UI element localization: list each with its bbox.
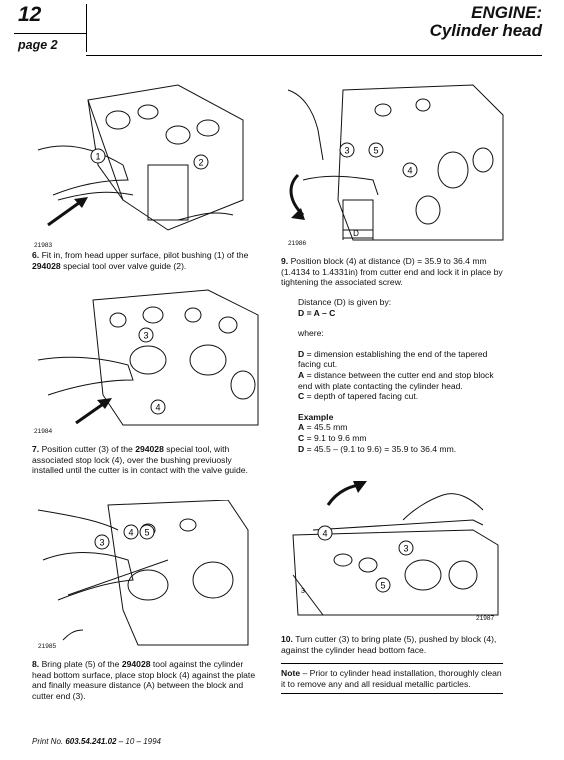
- distance-formula: D = A – C: [298, 307, 336, 318]
- def-text: = dimension establishing the end of the …: [298, 348, 488, 370]
- figure-21983: 1 2 21983: [28, 80, 253, 250]
- page-number: 12: [18, 3, 42, 26]
- tool-code: 294028: [135, 444, 164, 454]
- figure-21986-callout-4: 4: [407, 166, 412, 176]
- note-label: Note: [281, 668, 301, 678]
- figure-21983-callout-2: 2: [198, 158, 203, 168]
- figure-21986: 3 5 4 D 21986: [283, 80, 508, 250]
- distance-intro: Distance (D) is given by:: [298, 297, 392, 307]
- example-key: C: [298, 432, 305, 443]
- figure-21986-callout-5: 5: [373, 146, 378, 156]
- step-number: 8.: [32, 659, 40, 669]
- figure-21984-callout-4: 4: [155, 403, 160, 413]
- example-d: D = 45.5 – (9.1 to 9.6) = 35.9 to 36.4 m…: [298, 444, 504, 455]
- figure-21987-callout-5: 5: [380, 581, 385, 591]
- figure-21987-illustration: 4 3 5 3: [292, 481, 499, 616]
- step-text: Bring plate (5) of the: [41, 659, 122, 669]
- step-6: 6. Fit in, from head upper surface, pilo…: [32, 250, 257, 271]
- step-7: 7. Position cutter (3) of the 294028 spe…: [32, 444, 257, 476]
- figure-21985-callout-4: 4: [128, 528, 133, 538]
- header-rule: [86, 55, 542, 56]
- tool-code: 294028: [121, 659, 151, 669]
- figure-21986-callout-3: 3: [344, 146, 349, 156]
- figure-21987-callout-3b: 3: [301, 588, 305, 595]
- header-vertical-rule: [86, 4, 87, 52]
- figure-21985-callout-3: 3: [99, 538, 104, 548]
- figure-id: 21987: [476, 615, 495, 622]
- note-text: – Prior to cylinder head installation, t…: [281, 668, 502, 689]
- example-title: Example: [298, 411, 334, 422]
- def-text: = distance between the cutter end and st…: [298, 369, 494, 391]
- figure-21984: 3 4 21984: [28, 285, 263, 435]
- def-text: = depth of tapered facing cut.: [304, 391, 419, 402]
- figure-21987-callout-3: 3: [403, 544, 408, 554]
- step-8: 8. Bring plate (5) of the 294028 tool ag…: [32, 659, 257, 701]
- def-key: D: [298, 348, 305, 359]
- figure-21986-illustration: 3 5 4 D: [287, 84, 504, 241]
- print-code: 603.54.241.02: [65, 737, 117, 746]
- figure-21984-illustration: 3 4: [37, 289, 259, 426]
- figure-21985-illustration: 3 4 5: [37, 500, 249, 646]
- step-text-end: tool against the cylinder head bottom su…: [32, 659, 256, 701]
- step-number: 7.: [32, 444, 40, 454]
- arrow-icon: [75, 400, 107, 425]
- print-number-footer: Print No. 603.54.241.02 – 10 – 1994: [32, 737, 161, 746]
- figure-21985-callout-5: 5: [144, 528, 149, 538]
- figure-21983-illustration: 1 2: [37, 84, 244, 231]
- figure-id: 21985: [38, 643, 57, 650]
- tool-code: 294028: [32, 260, 61, 271]
- example-value: = 45.5 – (9.1 to 9.6) = 35.9 to 36.4 mm.: [304, 443, 457, 454]
- example-c: C = 9.1 to 9.6 mm: [298, 433, 504, 444]
- figure-id: 21986: [288, 240, 307, 247]
- step-text-end: special tool over valve guide (2).: [60, 260, 187, 271]
- footer-prefix: Print No.: [32, 737, 66, 746]
- example-value: = 45.5 mm: [304, 422, 348, 433]
- step-number: 10.: [281, 634, 293, 644]
- note-bottom-rule: [281, 693, 503, 694]
- figure-21987-callout-4: 4: [322, 529, 327, 539]
- arrow-icon: [47, 198, 84, 227]
- distance-block: Distance (D) is given by: D = A – C wher…: [298, 297, 504, 454]
- figure-21987: 4 3 5 3 21987: [283, 475, 508, 625]
- figure-21986-label-d: D: [353, 229, 359, 238]
- example-a: A = 45.5 mm: [298, 422, 504, 433]
- def-key: A: [298, 369, 305, 380]
- figure-21984-callout-3: 3: [143, 331, 148, 341]
- step-text: Position cutter (3) of the: [41, 444, 136, 454]
- note: Note – Prior to cylinder head installati…: [281, 668, 503, 689]
- definition-c: C = depth of tapered facing cut.: [298, 391, 504, 402]
- figure-21985: 3 4 5 21985: [28, 500, 253, 650]
- note-top-rule: [281, 663, 503, 664]
- def-key: C: [298, 391, 305, 402]
- definition-d: D = dimension establishing the end of th…: [298, 349, 504, 370]
- example-key: D: [298, 443, 305, 454]
- header-divider: [14, 33, 86, 34]
- where-label: where:: [298, 328, 324, 339]
- figure-id: 21984: [34, 428, 53, 435]
- step-9: 9. Position block (4) at distance (D) = …: [281, 256, 503, 288]
- example-value: = 9.1 to 9.6 mm: [304, 432, 367, 443]
- step-text: Fit in, from head upper surface, pilot b…: [41, 250, 249, 260]
- definition-a: A = distance between the cutter end and …: [298, 370, 504, 391]
- footer-date: – 10 – 1994: [116, 737, 161, 746]
- step-text: Turn cutter (3) to bring plate (5), push…: [281, 634, 497, 655]
- figure-id: 21983: [34, 242, 53, 249]
- step-10: 10. Turn cutter (3) to bring plate (5), …: [281, 634, 503, 655]
- section-subtitle: Cylinder head: [429, 21, 542, 40]
- step-number: 6.: [32, 250, 40, 260]
- step-text-end: special tool, with associated stop lock …: [32, 444, 248, 476]
- step-number: 9.: [281, 256, 289, 266]
- section-title: ENGINE:: [471, 3, 542, 22]
- figure-21983-callout-1: 1: [95, 152, 100, 162]
- page-sub-label: page 2: [18, 38, 58, 52]
- step-text: Position block (4) at distance (D) = 35.…: [281, 256, 503, 288]
- section-heading: ENGINE: Cylinder head: [430, 4, 542, 40]
- example-key: A: [298, 422, 305, 433]
